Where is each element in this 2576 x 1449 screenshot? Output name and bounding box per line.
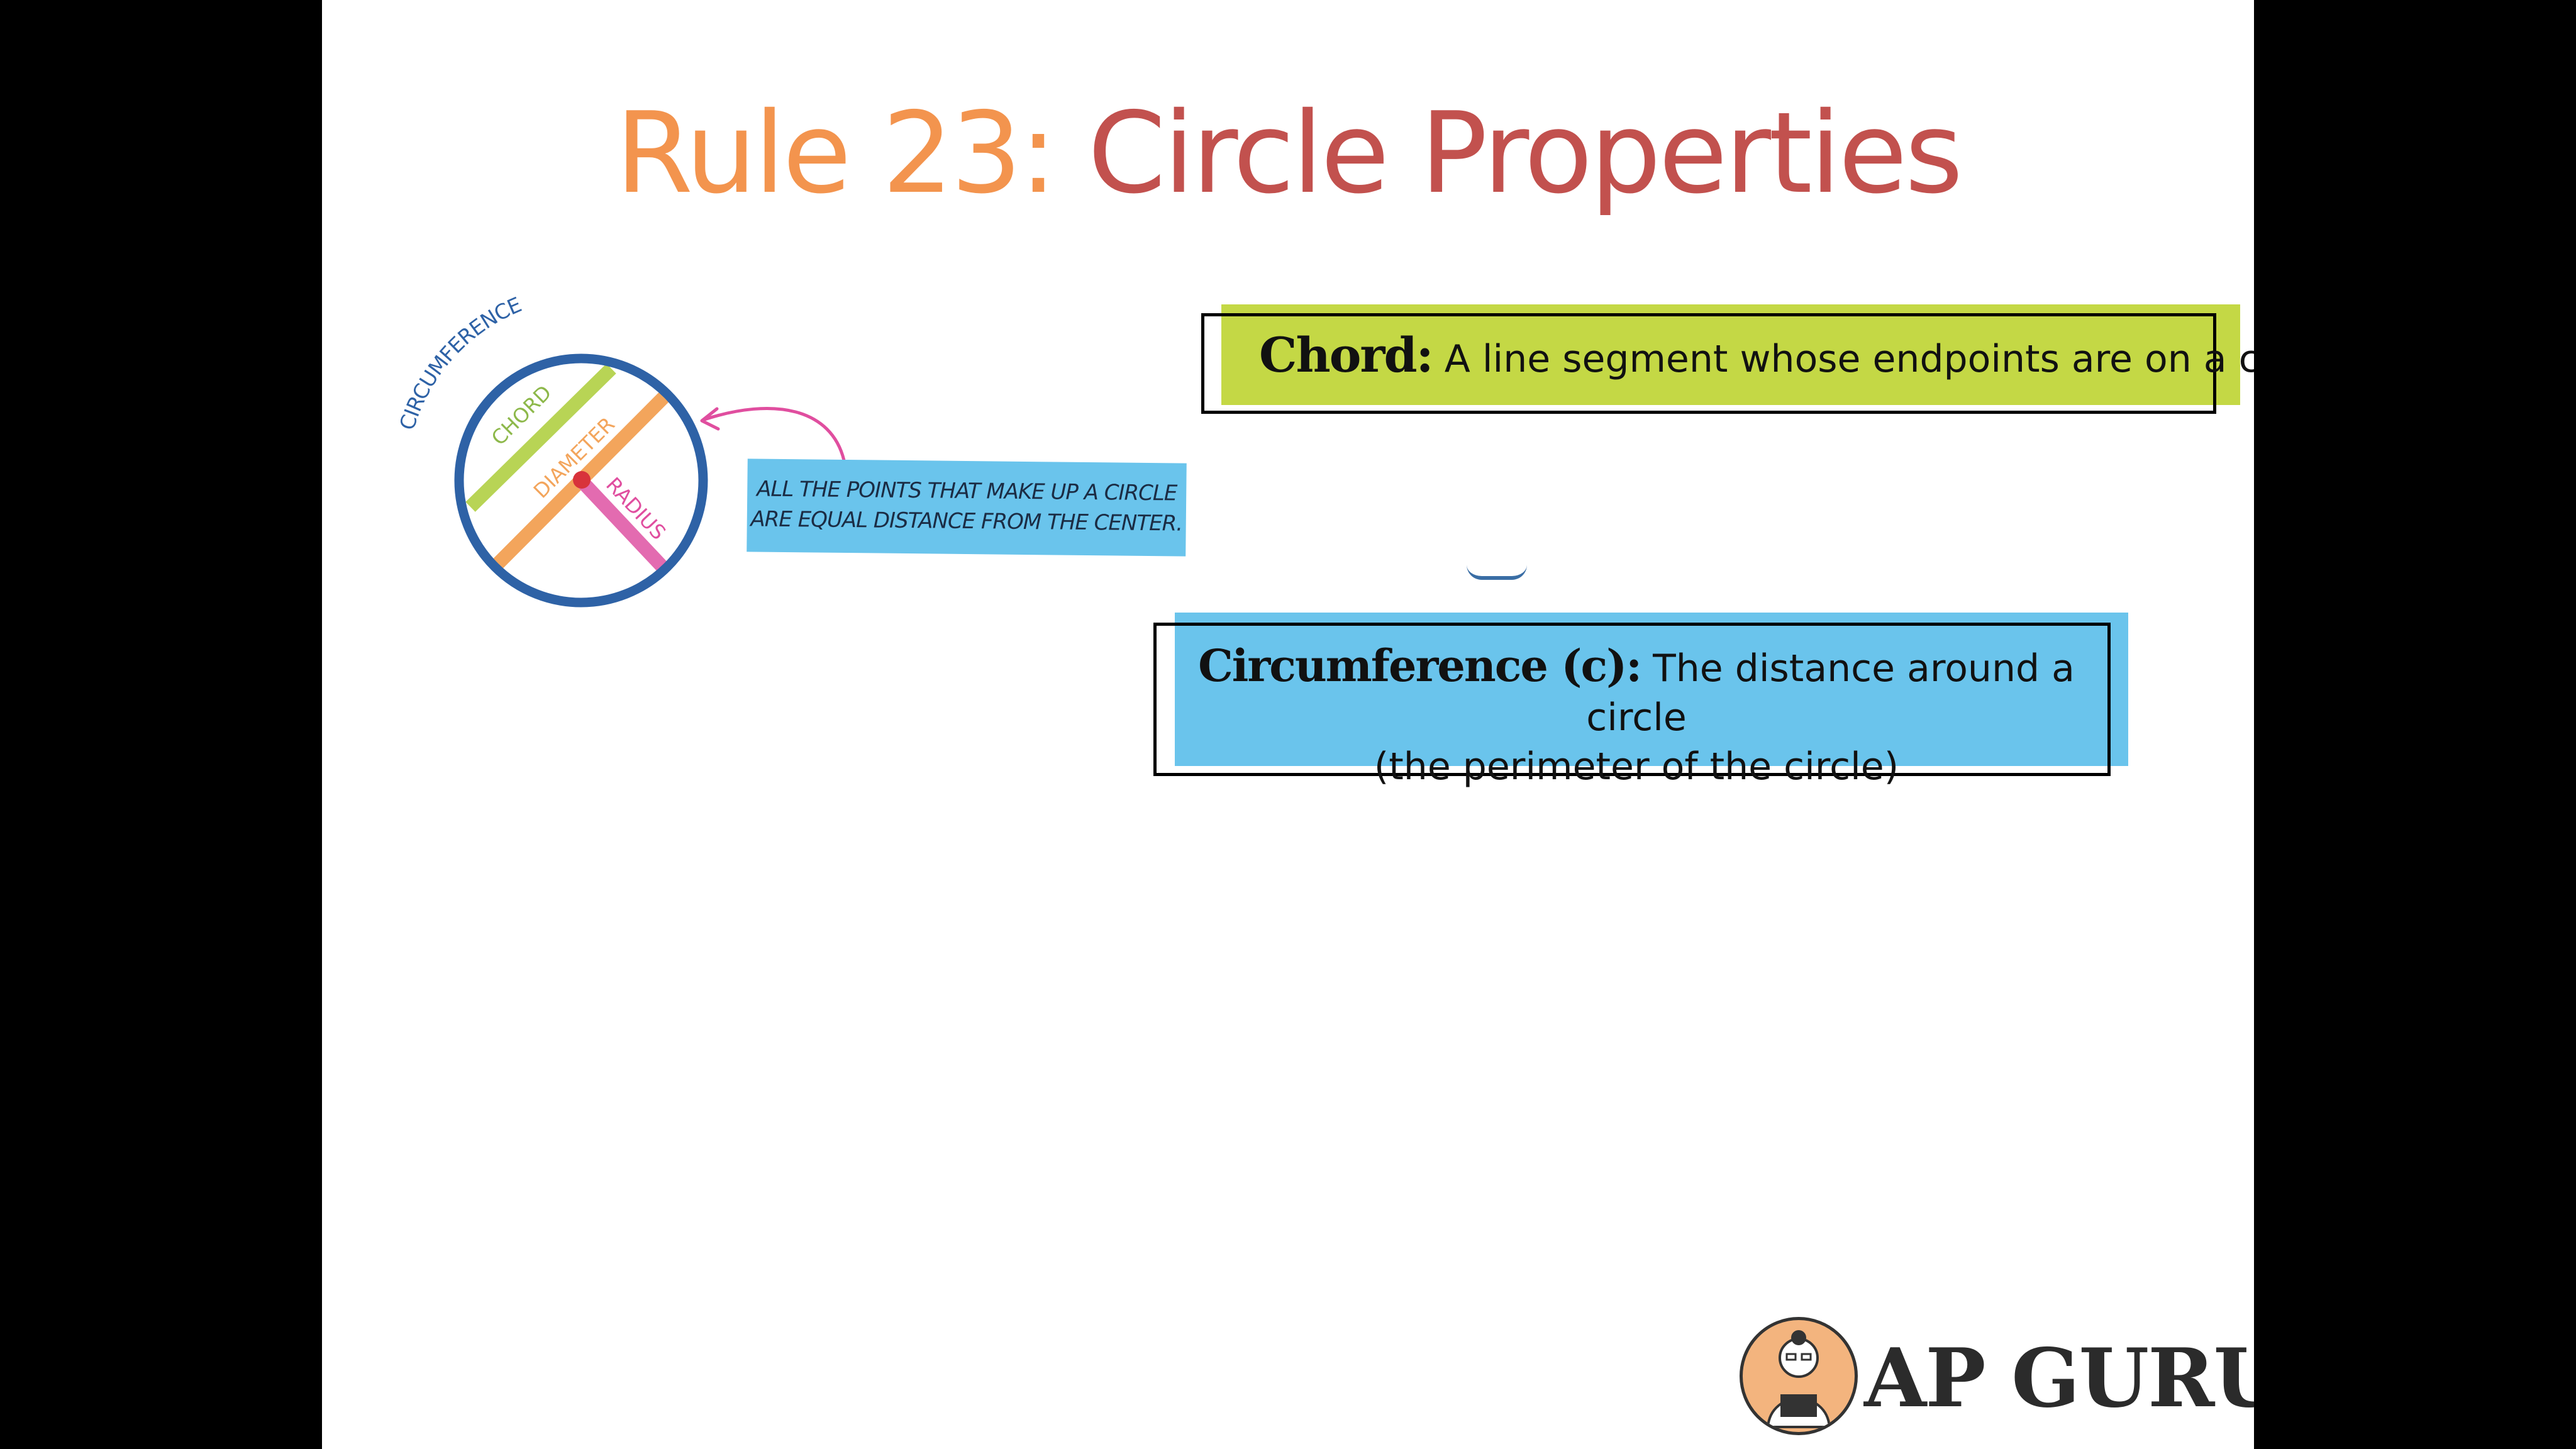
center-callout: ALL THE POINTS THAT MAKE UP A CIRCLE ARE… [747,458,1187,557]
callout-line-2: ARE EQUAL DISTANCE FROM THE CENTER. [750,506,1183,536]
radius-line [575,475,667,571]
callout-line-1: ALL THE POINTS THAT MAKE UP A CIRCLE [757,476,1177,506]
circumference-description-2: (the perimeter of the circle) [1374,745,1899,789]
arrow-head [700,407,720,431]
circumference-description-1: The distance around a circle [1586,647,2075,740]
circle-outline [454,353,708,608]
callout-arrow [702,406,846,461]
circumference-highlight [1175,613,2128,766]
circle-diagram: CIRCUMFERENCE CHORD DIAMETER RADIUS [394,292,846,608]
circumference-label: CIRCUMFERENCE [394,292,525,433]
slide-title: Rule 23: Circle Properties [322,88,2254,218]
ap-guru-logo: AP GURU [1724,1314,2254,1449]
chord-highlight [1221,304,2240,405]
logo-text: AP GURU [1864,1331,2254,1426]
stray-mark [1467,565,1527,580]
circumference-definition: Circumference (c): The distance around a… [1158,641,2114,791]
circumference-term: Circumference (c): [1198,640,1642,692]
circumference-definition-box [1153,623,2111,776]
slide: Rule 23: Circle Properties CIRCUMFERENCE… [322,0,2254,1449]
logo-emblem-icon [1740,1317,1858,1435]
title-rule-number: Rule 23: [615,88,1057,218]
center-point [573,471,591,489]
svg-text:CIRCUMFERENCE: CIRCUMFERENCE [394,292,525,433]
chord-description: A line segment whose endpoints are on a … [1444,337,2254,381]
title-topic: Circle Properties [1087,88,1963,218]
chord-definition: Chord: A line segment whose endpoints ar… [1259,327,2254,387]
chord-definition-box [1201,313,2216,414]
chord-term: Chord: [1259,327,1434,383]
chord-line [465,364,616,512]
